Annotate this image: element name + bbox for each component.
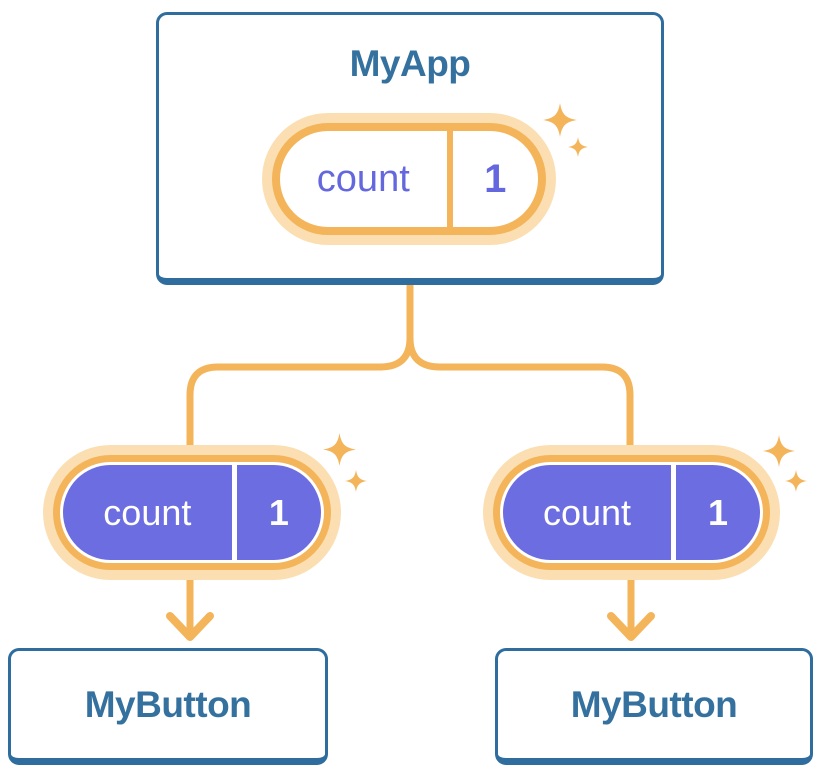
node-mybutton-left: MyButton [8, 648, 328, 765]
prop-label: count [103, 491, 192, 533]
prop-label: count [542, 491, 632, 533]
arrow-left-head [166, 612, 214, 641]
sparkle-icon [345, 470, 367, 492]
sparkle-icon [763, 435, 795, 467]
node-mybutton-right-title: MyButton [570, 683, 738, 725]
sparkle-icon [568, 137, 588, 157]
node-mybutton-left-title: MyButton [84, 683, 252, 725]
arrow-right-head [607, 612, 655, 641]
prop-pill-left-fill: count 1 [63, 465, 321, 560]
node-myapp-title: MyApp [349, 43, 471, 84]
sparkle-icon [543, 103, 577, 137]
prop-pill-left: count 1 [53, 455, 331, 570]
prop-pill-right-fill: count 1 [503, 465, 760, 560]
sparkle-icon [323, 433, 356, 466]
prop-value: 1 [231, 465, 321, 560]
branch-right-line [406, 283, 634, 451]
sparkle-icon [785, 470, 807, 492]
state-value: 1 [446, 131, 538, 227]
prop-value: 1 [671, 465, 760, 560]
branch-left-line [186, 283, 414, 451]
state-pill-root: count 1 [272, 123, 546, 235]
prop-pill-right: count 1 [493, 455, 770, 570]
node-mybutton-right: MyButton [495, 648, 813, 765]
state-label: count [316, 157, 410, 200]
